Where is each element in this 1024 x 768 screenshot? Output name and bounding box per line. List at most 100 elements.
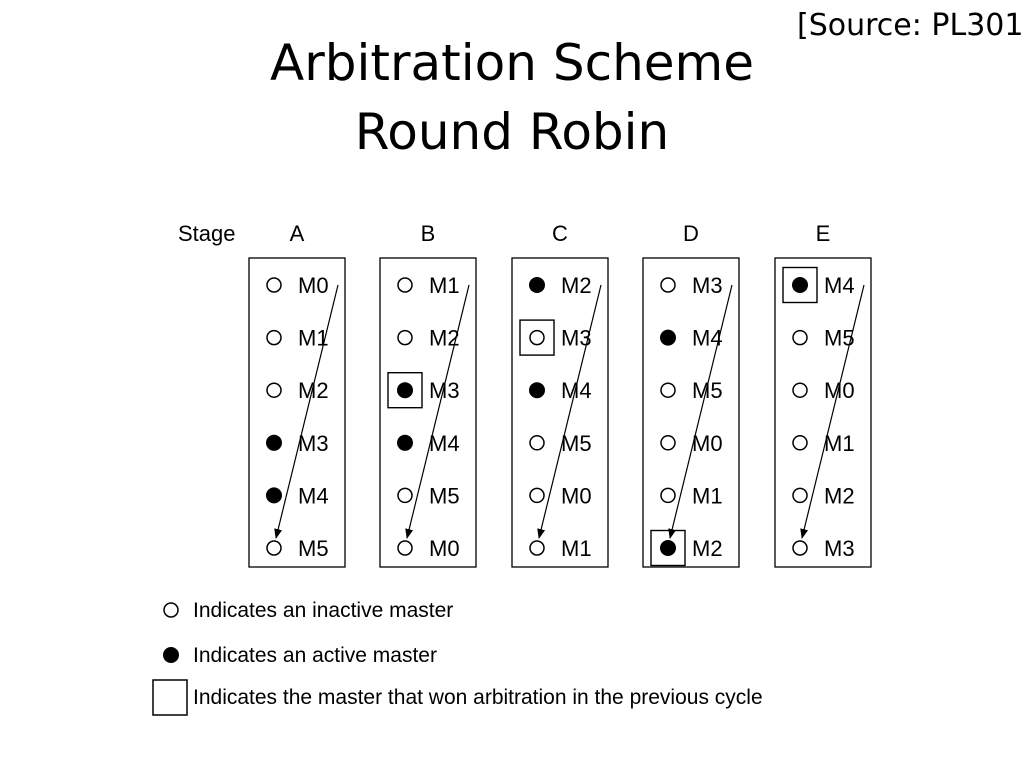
master-row: M0 xyxy=(266,273,329,298)
won-arbitration-box xyxy=(650,529,686,567)
master-row: M1 xyxy=(529,536,592,561)
master-row: M4 xyxy=(660,326,723,351)
master-row: M5 xyxy=(660,378,723,403)
inactive-master-icon xyxy=(529,435,545,451)
stage-box xyxy=(248,257,346,568)
master-row: M0 xyxy=(529,483,592,508)
master-label: M1 xyxy=(692,483,723,508)
inactive-master-icon xyxy=(529,329,545,346)
active-master-icon xyxy=(397,382,413,399)
master-label: M5 xyxy=(561,431,592,456)
master-label: M4 xyxy=(824,273,855,298)
inactive-master-icon xyxy=(266,329,282,346)
active-master-icon xyxy=(266,434,282,451)
master-row: M3 xyxy=(266,431,329,456)
stage-box xyxy=(774,257,872,568)
stage-header: E xyxy=(816,221,831,246)
active-master-icon xyxy=(397,434,413,451)
active-master-icon xyxy=(529,382,545,399)
inactive-master-icon xyxy=(163,602,179,618)
master-row: M2 xyxy=(266,378,329,403)
master-label: M0 xyxy=(824,378,855,403)
stage-header: C xyxy=(552,221,568,246)
master-label: M0 xyxy=(298,273,329,298)
master-label: M4 xyxy=(692,326,723,351)
master-label: M2 xyxy=(824,483,855,508)
master-row: M1 xyxy=(266,326,329,351)
master-row: M2 xyxy=(529,273,592,298)
master-row: M3 xyxy=(519,319,592,356)
master-label: M3 xyxy=(561,326,592,351)
inactive-master-icon xyxy=(660,435,676,451)
master-label: M4 xyxy=(429,431,460,456)
master-label: M5 xyxy=(824,326,855,351)
master-label: M5 xyxy=(429,483,460,508)
master-row: M3 xyxy=(660,273,723,298)
master-label: M2 xyxy=(692,536,723,561)
master-row: M4 xyxy=(266,483,329,508)
slide-title-line-1: Arbitration Scheme xyxy=(269,34,754,92)
rotation-arrow xyxy=(274,284,339,539)
master-row: M4 xyxy=(529,378,592,403)
master-row: M5 xyxy=(792,326,855,351)
master-label: M1 xyxy=(824,431,855,456)
master-row: M1 xyxy=(660,483,723,508)
inactive-master-icon xyxy=(397,277,413,293)
active-master-icon xyxy=(529,277,545,293)
master-label: M5 xyxy=(692,378,723,403)
master-label: M2 xyxy=(429,326,460,351)
inactive-master-icon xyxy=(397,329,413,346)
master-row: M5 xyxy=(529,431,592,456)
inactive-master-icon xyxy=(660,382,676,398)
master-row: M0 xyxy=(660,431,723,456)
stage-label: Stage xyxy=(178,221,236,246)
master-row: M5 xyxy=(397,483,460,508)
inactive-master-icon xyxy=(792,540,808,556)
inactive-master-icon xyxy=(266,277,282,293)
master-row: M1 xyxy=(397,273,460,298)
rotation-arrow xyxy=(668,284,733,539)
inactive-master-icon xyxy=(266,382,282,398)
master-label: M3 xyxy=(824,536,855,561)
active-master-icon xyxy=(163,647,179,663)
legend: Indicates an inactive master Indicates a… xyxy=(152,599,763,716)
master-label: M2 xyxy=(298,378,329,403)
inactive-master-icon xyxy=(529,487,545,504)
legend-inactive-text: Indicates an inactive master xyxy=(193,599,453,622)
won-arbitration-box-icon xyxy=(152,679,188,716)
inactive-master-icon xyxy=(660,487,676,504)
master-row: M3 xyxy=(387,372,460,409)
master-label: M4 xyxy=(298,483,329,508)
inactive-master-icon xyxy=(266,540,282,556)
master-label: M4 xyxy=(561,378,592,403)
inactive-master-icon xyxy=(660,277,676,293)
stage-header: B xyxy=(421,221,436,246)
won-arbitration-box xyxy=(387,372,423,409)
won-arbitration-box xyxy=(782,266,818,304)
master-label: M5 xyxy=(298,536,329,561)
rotation-arrow xyxy=(405,284,470,539)
master-label: M2 xyxy=(561,273,592,298)
master-label: M3 xyxy=(298,431,329,456)
master-label: M0 xyxy=(561,483,592,508)
inactive-master-icon xyxy=(397,540,413,556)
stage-header: D xyxy=(683,221,699,246)
master-row: M0 xyxy=(397,536,460,561)
rotation-arrow xyxy=(800,284,865,539)
master-label: M3 xyxy=(692,273,723,298)
master-row: M3 xyxy=(792,536,855,561)
master-row: M2 xyxy=(397,326,460,351)
master-label: M0 xyxy=(692,431,723,456)
master-label: M1 xyxy=(561,536,592,561)
stage-header: A xyxy=(290,221,305,246)
won-arbitration-box xyxy=(519,319,555,356)
master-row: M4 xyxy=(782,266,855,304)
stage-box xyxy=(642,257,740,568)
master-label: M1 xyxy=(429,273,460,298)
master-label: M3 xyxy=(429,378,460,403)
stage-box xyxy=(379,257,477,568)
